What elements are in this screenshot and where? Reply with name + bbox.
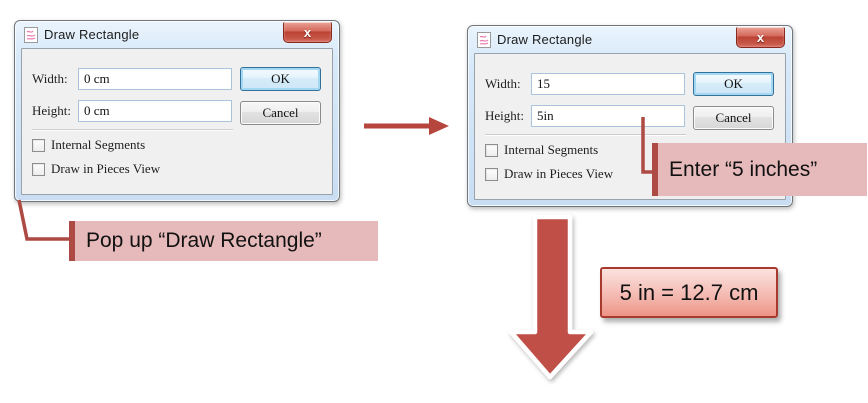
dialog-body: Width: OK Height: Cancel Internal Segmen…: [21, 48, 333, 195]
title-bar[interactable]: Draw Rectangle x: [468, 26, 792, 53]
internal-segments-label: Internal Segments: [504, 142, 599, 157]
title-bar[interactable]: Draw Rectangle x: [15, 21, 339, 48]
ok-button[interactable]: OK: [693, 72, 774, 96]
document-icon: [477, 31, 491, 48]
right-arrow: [364, 117, 449, 135]
close-icon: x: [756, 29, 765, 45]
draw-in-pieces-label: Draw in Pieces View: [51, 161, 161, 176]
internal-segments-checkbox[interactable]: [32, 138, 45, 152]
cancel-button-label: Cancel: [262, 105, 299, 120]
popup-callout-connector: [17, 199, 70, 241]
document-icon: [24, 26, 38, 43]
width-input[interactable]: [78, 68, 232, 90]
height-input[interactable]: [531, 105, 685, 127]
internal-segments-checkbox[interactable]: [485, 143, 498, 157]
popup-annotation-text: Pop up “Draw Rectangle”: [86, 229, 322, 252]
popup-annotation: Pop up “Draw Rectangle”: [69, 221, 378, 261]
dialog-title: Draw Rectangle: [44, 27, 140, 42]
separator: [485, 134, 686, 136]
height-input[interactable]: [78, 100, 232, 122]
close-button[interactable]: x: [283, 22, 332, 43]
width-input[interactable]: [531, 73, 685, 95]
close-button[interactable]: x: [736, 27, 785, 48]
conversion-annotation: 5 in = 12.7 cm: [600, 267, 778, 318]
draw-in-pieces-row: Draw in Pieces View: [485, 166, 614, 181]
internal-segments-row: Internal Segments: [485, 142, 599, 157]
height-label: Height:: [32, 103, 71, 118]
internal-segments-row: Internal Segments: [32, 137, 146, 152]
cancel-button[interactable]: Cancel: [693, 106, 774, 130]
enter-annotation: Enter “5 inches”: [652, 143, 867, 196]
enter-annotation-text: Enter “5 inches”: [669, 157, 818, 181]
dialog-title: Draw Rectangle: [497, 32, 593, 47]
internal-segments-label: Internal Segments: [51, 137, 146, 152]
close-icon: x: [303, 24, 312, 40]
separator: [32, 129, 233, 131]
draw-rectangle-dialog-1: Draw Rectangle x Width: OK Height: Cance…: [14, 20, 340, 202]
cancel-button-label: Cancel: [715, 110, 752, 125]
width-label: Width:: [32, 71, 68, 86]
draw-in-pieces-checkbox[interactable]: [32, 162, 45, 176]
draw-rectangle-dialog-2: Draw Rectangle x Width: OK Height: Cance…: [467, 25, 793, 207]
ok-button-label: OK: [271, 71, 290, 86]
draw-in-pieces-row: Draw in Pieces View: [32, 161, 161, 176]
draw-in-pieces-label: Draw in Pieces View: [504, 166, 614, 181]
ok-button-label: OK: [724, 76, 743, 91]
width-label: Width:: [485, 76, 521, 91]
down-arrow: [508, 214, 594, 380]
cancel-button[interactable]: Cancel: [240, 101, 321, 125]
ok-button[interactable]: OK: [240, 67, 321, 91]
height-label: Height:: [485, 108, 524, 123]
draw-in-pieces-checkbox[interactable]: [485, 167, 498, 181]
conversion-annotation-text: 5 in = 12.7 cm: [619, 279, 759, 305]
dialog-body: Width: OK Height: Cancel Internal Segmen…: [474, 53, 786, 200]
